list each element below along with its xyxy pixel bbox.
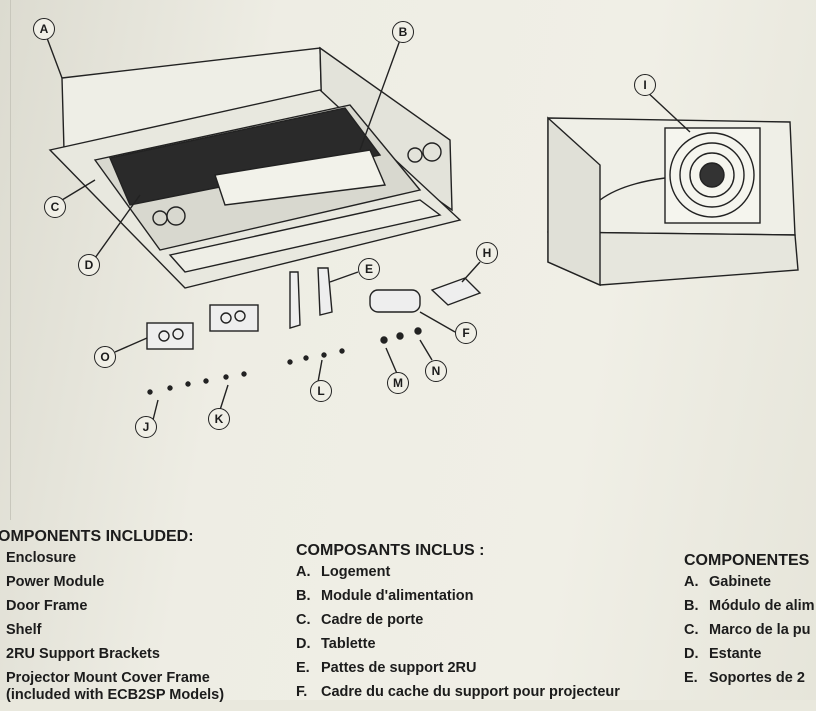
item-letter: B. [296, 588, 311, 604]
spanish-item: E. Soportes de 2 [684, 670, 815, 694]
item-letter: D. [684, 646, 699, 662]
callout-o: O [94, 346, 116, 368]
callout-a: A [33, 18, 55, 40]
callout-c: C [44, 196, 66, 218]
french-item: E. Pattes de support 2RU [296, 660, 620, 684]
english-item: Enclosure [6, 550, 77, 566]
callout-d: D [78, 254, 100, 276]
item-letter: A. [684, 574, 699, 590]
french-item: B. Module d'alimentation [296, 588, 620, 612]
callout-h: H [476, 242, 498, 264]
english-item: Projector Mount Cover Frame [6, 670, 210, 686]
english-item: (included with ECB2SP Models) [6, 687, 225, 703]
french-item: F. Cadre du cache du support pour project… [296, 684, 620, 708]
spanish-item: A. Gabinete [684, 574, 815, 598]
english-item: Power Module [6, 574, 105, 590]
french-item: A. Logement [296, 564, 620, 588]
callout-n: N [425, 360, 447, 382]
callout-l: L [310, 380, 332, 402]
callout-k: K [208, 408, 230, 430]
english-item: 2RU Support Brackets [6, 646, 160, 662]
french-heading: COMPOSANTS INCLUS : [296, 542, 485, 559]
item-text: Soportes de 2 [709, 670, 805, 686]
enclosure-illustration [48, 46, 462, 289]
item-text: Cadre du cache du support pour projecteu… [321, 684, 620, 700]
callout-e: E [358, 258, 380, 280]
item-text: Estante [709, 646, 762, 662]
item-letter: C. [296, 612, 311, 628]
english-item: Door Frame [6, 598, 88, 614]
english-components: OMPONENTS INCLUDED: Enclosure Power Modu… [0, 528, 224, 711]
french-item: D. Tablette [296, 636, 620, 660]
components-diagram [46, 37, 799, 421]
item-letter: A. [296, 564, 311, 580]
item-letter: B. [684, 598, 699, 614]
english-item: Shelf [6, 622, 42, 638]
spanish-heading: COMPONENTES [684, 552, 810, 569]
item-text: Gabinete [709, 574, 772, 590]
item-text: Cadre de porte [321, 612, 424, 628]
item-letter: C. [684, 622, 699, 638]
item-text: Module d'alimentation [321, 588, 474, 604]
item-text: Tablette [321, 636, 376, 652]
callout-j: J [135, 416, 157, 438]
spanish-item: B. Módulo de alim [684, 598, 815, 622]
callout-i: I [634, 74, 656, 96]
callout-m: M [387, 372, 409, 394]
spanish-item: D. Estante [684, 646, 815, 670]
english-heading: OMPONENTS INCLUDED: [0, 528, 194, 545]
french-components: COMPOSANTS INCLUS : A. Logement B. Module … [296, 542, 620, 708]
item-letter: E. [296, 660, 310, 676]
item-letter: F. [296, 684, 308, 700]
fan-detail-illustration [547, 116, 799, 287]
item-letter: E. [684, 670, 698, 686]
callout-b: B [392, 21, 414, 43]
page-fold [10, 0, 11, 520]
item-letter: D. [296, 636, 311, 652]
item-text: Logement [321, 564, 391, 580]
item-text: Marco de la pu [709, 622, 811, 638]
callout-f: F [455, 322, 477, 344]
spanish-components: COMPONENTES A.Gabinete B.Módulo de alim … [684, 552, 815, 694]
item-text: Módulo de alim [709, 598, 815, 614]
french-item: C. Cadre de porte [296, 612, 620, 636]
item-text: Pattes de support 2RU [321, 660, 477, 676]
spanish-item: C. Marco de la pu [684, 622, 815, 646]
